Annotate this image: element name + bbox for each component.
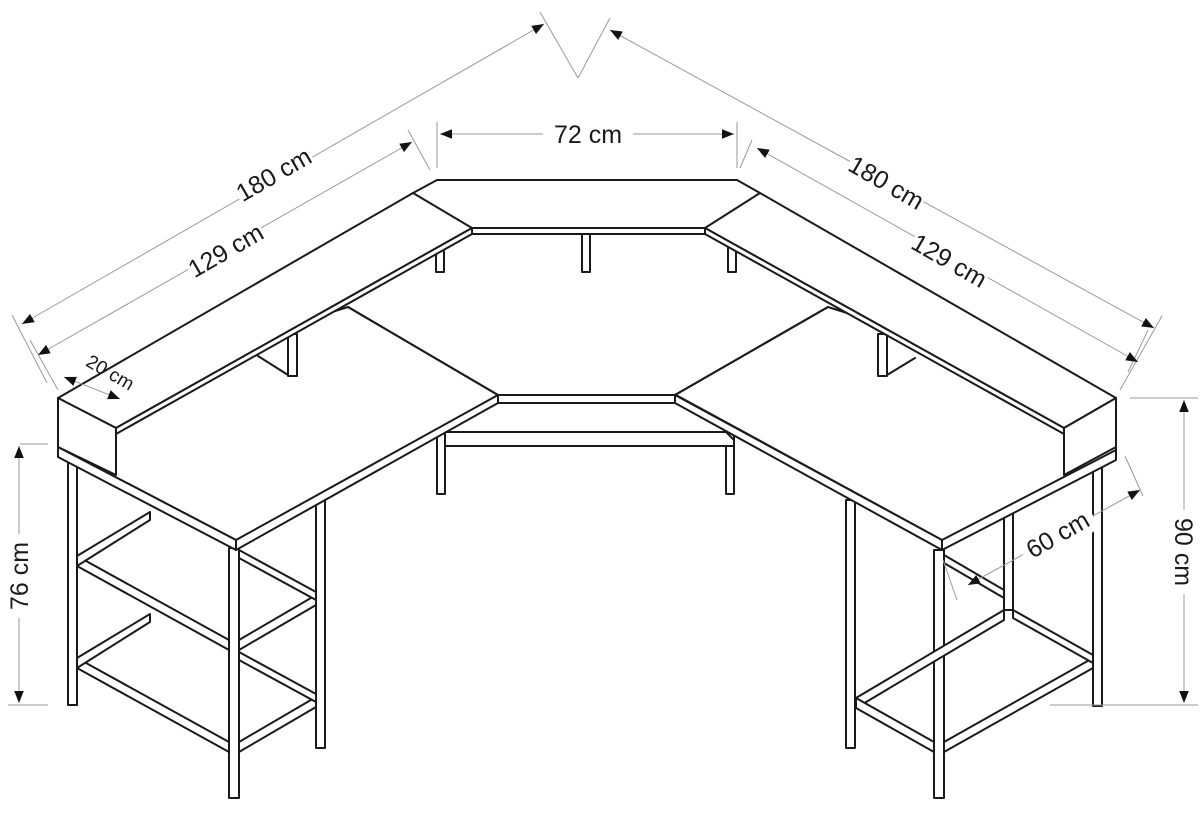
label-total-height: 90 cm [1169,518,1197,586]
label-center-width: 72 cm [554,121,622,149]
label-desk-depth: 60 cm [1022,506,1095,564]
dimension-labels: 180 cm 129 cm 72 cm 180 cm 129 cm 20 cm … [6,121,1197,618]
label-desk-height: 76 cm [6,542,34,610]
rear-legs [315,431,856,749]
dim-line-shelf-depth [63,376,121,400]
left-shelving-frame [67,454,317,799]
center-front-rail [444,431,735,447]
